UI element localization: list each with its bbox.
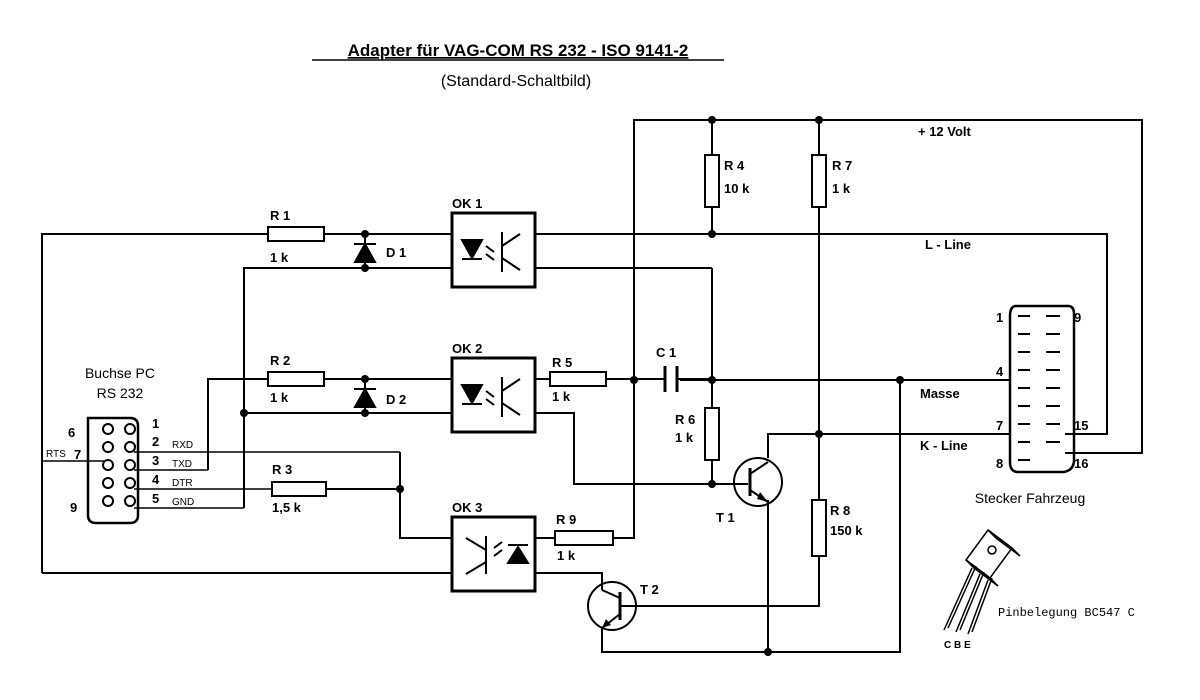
r3-value: 1,5 k	[272, 500, 302, 515]
r1-name: R 1	[270, 208, 290, 223]
k-line-label: K - Line	[920, 438, 968, 453]
resistor-r2	[267, 371, 325, 387]
car-pin-1: 1	[996, 310, 1003, 325]
supply-rail	[633, 119, 1143, 454]
r1-value: 1 k	[270, 250, 289, 265]
schematic-subtitle: (Standard-Schaltbild)	[441, 73, 591, 90]
car-connector-title: Stecker Fahrzeug	[975, 490, 1086, 506]
supply-label: + 12 Volt	[918, 124, 972, 139]
pc-pin-9: 9	[70, 500, 77, 515]
pc-pin-5: 5	[152, 491, 159, 506]
d2-name: D 2	[386, 392, 406, 407]
resistor-r7	[811, 154, 827, 208]
ok2-name: OK 2	[452, 341, 482, 356]
pc-pin-7: 7	[74, 447, 81, 462]
r4-name: R 4	[724, 158, 745, 173]
optocoupler-ok1	[450, 211, 537, 289]
pinout-pins: C B E	[944, 640, 971, 651]
signal-dtr: DTR	[172, 478, 193, 489]
r9-value: 1 k	[557, 548, 576, 563]
r8-name: R 8	[830, 503, 850, 518]
r9-name: R 9	[556, 512, 576, 527]
t2-name: T 2	[640, 582, 659, 597]
l-line-label: L - Line	[925, 237, 971, 252]
pc-connector-title: Buchse PC	[85, 365, 155, 381]
r7-value: 1 k	[832, 181, 851, 196]
d1-name: D 1	[386, 245, 406, 260]
resistor-r3	[271, 481, 327, 497]
pc-connector-subtitle: RS 232	[97, 385, 144, 401]
r2-name: R 2	[270, 353, 290, 368]
resistor-r8	[811, 499, 827, 557]
c1-name: C 1	[656, 345, 676, 360]
signal-txd: TXD	[172, 459, 192, 470]
pc-pin-2: 2	[152, 434, 159, 449]
car-pin-16: 16	[1074, 456, 1088, 471]
r7-name: R 7	[832, 158, 852, 173]
pc-connector	[86, 416, 140, 525]
transistor-t2	[587, 581, 637, 631]
r5-value: 1 k	[552, 389, 571, 404]
r6-name: R 6	[675, 412, 695, 427]
r8-value: 150 k	[830, 523, 863, 538]
masse-label: Masse	[920, 386, 960, 401]
optocoupler-ok2	[450, 356, 537, 434]
junction-dots	[240, 116, 904, 656]
pc-pin-3: 3	[152, 453, 159, 468]
car-pin-9: 9	[1074, 310, 1081, 325]
t1-name: T 1	[716, 510, 735, 525]
bc547-pinout-drawing	[943, 528, 1021, 635]
resistor-r5	[549, 371, 607, 387]
transistor-t1	[733, 457, 783, 507]
car-pin-7: 7	[996, 418, 1003, 433]
car-connector	[1008, 304, 1076, 474]
r4-value: 10 k	[724, 181, 750, 196]
r5-name: R 5	[552, 355, 572, 370]
r6-value: 1 k	[675, 430, 694, 445]
pc-pin-4: 4	[152, 472, 160, 487]
resistor-r9	[554, 530, 614, 546]
signal-rxd: RXD	[172, 440, 193, 451]
ok3-name: OK 3	[452, 500, 482, 515]
pc-pin-6: 6	[68, 425, 75, 440]
rts-label: RTS	[46, 449, 66, 460]
car-pin-15: 15	[1074, 418, 1088, 433]
signal-gnd: GND	[172, 497, 194, 508]
car-pin-4: 4	[996, 364, 1004, 379]
resistor-r4	[704, 154, 720, 208]
r3-name: R 3	[272, 462, 292, 477]
r2-value: 1 k	[270, 390, 289, 405]
resistor-r6	[704, 407, 720, 461]
schematic-title: Adapter für VAG-COM RS 232 - ISO 9141-2	[348, 41, 689, 60]
pc-pin-1: 1	[152, 416, 159, 431]
resistor-r1	[267, 226, 325, 242]
pinout-caption: Pinbelegung BC547 C	[998, 606, 1135, 620]
ok1-name: OK 1	[452, 196, 482, 211]
car-pin-8: 8	[996, 456, 1003, 471]
